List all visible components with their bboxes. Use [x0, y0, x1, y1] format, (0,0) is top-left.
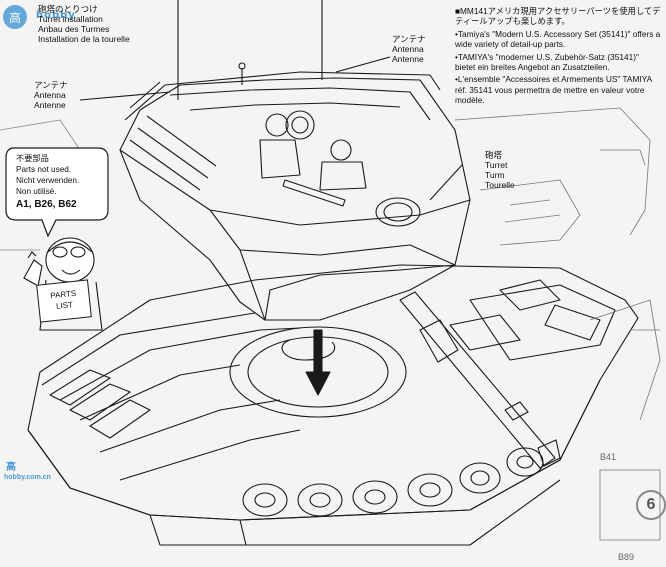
- note-jp-text: MM141アメリカ現用アクセサリーパーツを使用してデティールアップも楽しめます。: [455, 6, 661, 27]
- antenna-left-jp: アンテナ: [34, 80, 68, 90]
- bubble-en: Parts not used.: [16, 165, 72, 174]
- bubble-fr: Non utilisé.: [16, 187, 57, 196]
- bubble-part-codes: A1, B26, B62: [16, 199, 77, 210]
- turret-jp: 砲塔: [485, 150, 503, 160]
- title-en: Turret installation: [38, 14, 103, 24]
- antenna-right-en: Antenna: [392, 44, 424, 54]
- bubble-jp: 不要部品: [16, 154, 49, 163]
- part-ref-b41: B41: [600, 452, 617, 462]
- step-number-badge: 6: [636, 490, 666, 520]
- title-jp: 砲塔のとりつけ: [38, 4, 98, 14]
- step-number: 6: [646, 496, 656, 513]
- svg-text:高: 高: [9, 10, 21, 25]
- note-en-text: Tamiya's "Modern U.S. Accessory Set (351…: [455, 28, 661, 50]
- parts-list-sign: PARTS LIST: [36, 279, 92, 323]
- note-fr: •L'ensemble "Accessoires et Armements US…: [455, 74, 652, 106]
- note-jp: ■MM141アメリカ現用アクセサリーパーツを使用してデティールアップも楽しめます…: [455, 6, 661, 27]
- turret-en: Turret: [485, 160, 508, 170]
- parts-not-used-bubble: 不要部品 Parts not used. Nicht verwenden. No…: [4, 146, 110, 238]
- main-gun-barrel: [399, 291, 556, 469]
- antenna-left-de: Antenne: [34, 100, 66, 110]
- watermark-mid-url: hobby.com.cn: [4, 474, 51, 481]
- install-arrow: [305, 329, 331, 396]
- antenna-right-jp: アンテナ: [392, 34, 426, 44]
- bubble-de: Nicht verwenden.: [16, 176, 80, 185]
- antenna-callout-left: アンテナ Antenna Antenne: [34, 80, 68, 110]
- turret-ring: [229, 326, 407, 418]
- title-fr: Installation de la tourelle: [38, 34, 130, 44]
- turret-body: [119, 77, 471, 321]
- watermark-mid-logo: 高: [6, 462, 16, 473]
- antenna-left-en: Antenna: [34, 90, 66, 100]
- title-block: 砲塔のとりつけ Turret installation Anbau des Tu…: [38, 4, 130, 44]
- note-fr-text: L'ensemble "Accessoires et Armements US"…: [455, 74, 652, 106]
- mascot-figure: PARTS LIST: [10, 230, 120, 340]
- notes-block: ■MM141アメリカ現用アクセサリーパーツを使用してデティールアップも楽しめます…: [455, 6, 661, 108]
- part-ref-footer: B89: [618, 552, 635, 562]
- turret-fr: Tourelle: [485, 180, 515, 190]
- antenna-right-de: Antenne: [392, 54, 424, 64]
- antenna-callout-right: アンテナ Antenna Antenne: [392, 34, 426, 64]
- note-de: •TAMIYA's "moderner U.S. Zubehör-Satz (3…: [455, 51, 639, 73]
- note-en: •Tamiya's "Modern U.S. Accessory Set (35…: [455, 28, 661, 50]
- turret-callout: 砲塔 Turret Turm Tourelle: [485, 150, 515, 190]
- watermark-logo: 高: [0, 2, 38, 32]
- note-de-text: TAMIYA's "moderner U.S. Zubehör-Satz (35…: [455, 51, 639, 73]
- road-wheels: [242, 447, 544, 517]
- title-de: Anbau des Turmes: [38, 24, 110, 34]
- crew-figures: [259, 110, 367, 191]
- turret-de: Turm: [485, 170, 505, 180]
- watermark-text: hobby: [36, 10, 76, 21]
